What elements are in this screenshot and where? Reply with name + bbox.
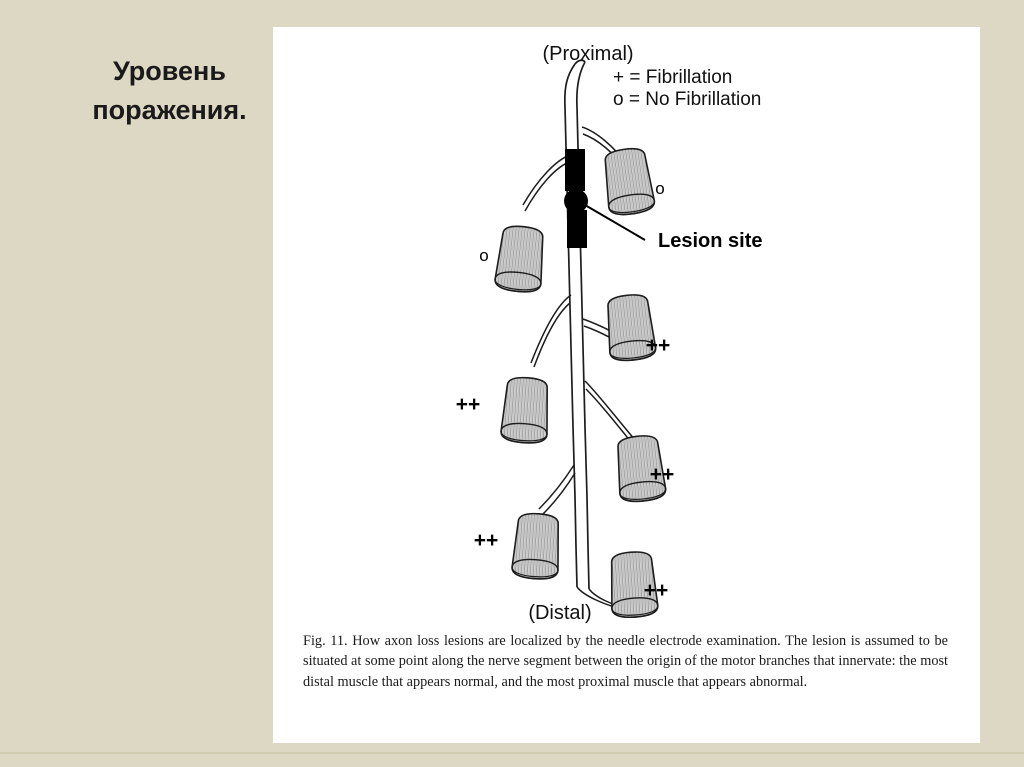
page-title: Уровень поражения.: [92, 56, 247, 126]
muscle-m4: [499, 375, 552, 446]
muscle-m2: [493, 223, 548, 295]
marker-m2: o: [479, 246, 488, 265]
figure-panel: o o ++ ++ ++ ++ ++ (Proximal) (Distal) +…: [273, 27, 980, 743]
muscle-m6: [510, 511, 563, 582]
figure-illustration: o o ++ ++ ++ ++ ++ (Proximal) (Distal) +…: [273, 27, 980, 627]
proximal-label: (Proximal): [542, 43, 633, 65]
legend-item-no-fibrillation: o = No Fibrillation: [613, 89, 761, 110]
marker-m4: ++: [456, 393, 481, 416]
lesion-site-label: Lesion site: [658, 230, 762, 252]
marker-m3: ++: [646, 334, 671, 357]
lesion-pointer-line: [584, 204, 646, 241]
figure-caption: Fig. 11. How axon loss lesions are local…: [303, 633, 948, 690]
slide-bottom-rule: [0, 752, 1024, 754]
marker-m6: ++: [474, 529, 499, 552]
distal-label: (Distal): [528, 602, 591, 624]
nerve-trunk-group: [563, 59, 590, 590]
marker-m7: ++: [644, 579, 669, 602]
legend-item-fibrillation: + = Fibrillation: [613, 67, 732, 88]
lesion-site-mark: [564, 149, 588, 248]
marker-m5: ++: [650, 463, 675, 486]
muscle-m1: [600, 145, 657, 218]
marker-m1: o: [655, 179, 664, 198]
